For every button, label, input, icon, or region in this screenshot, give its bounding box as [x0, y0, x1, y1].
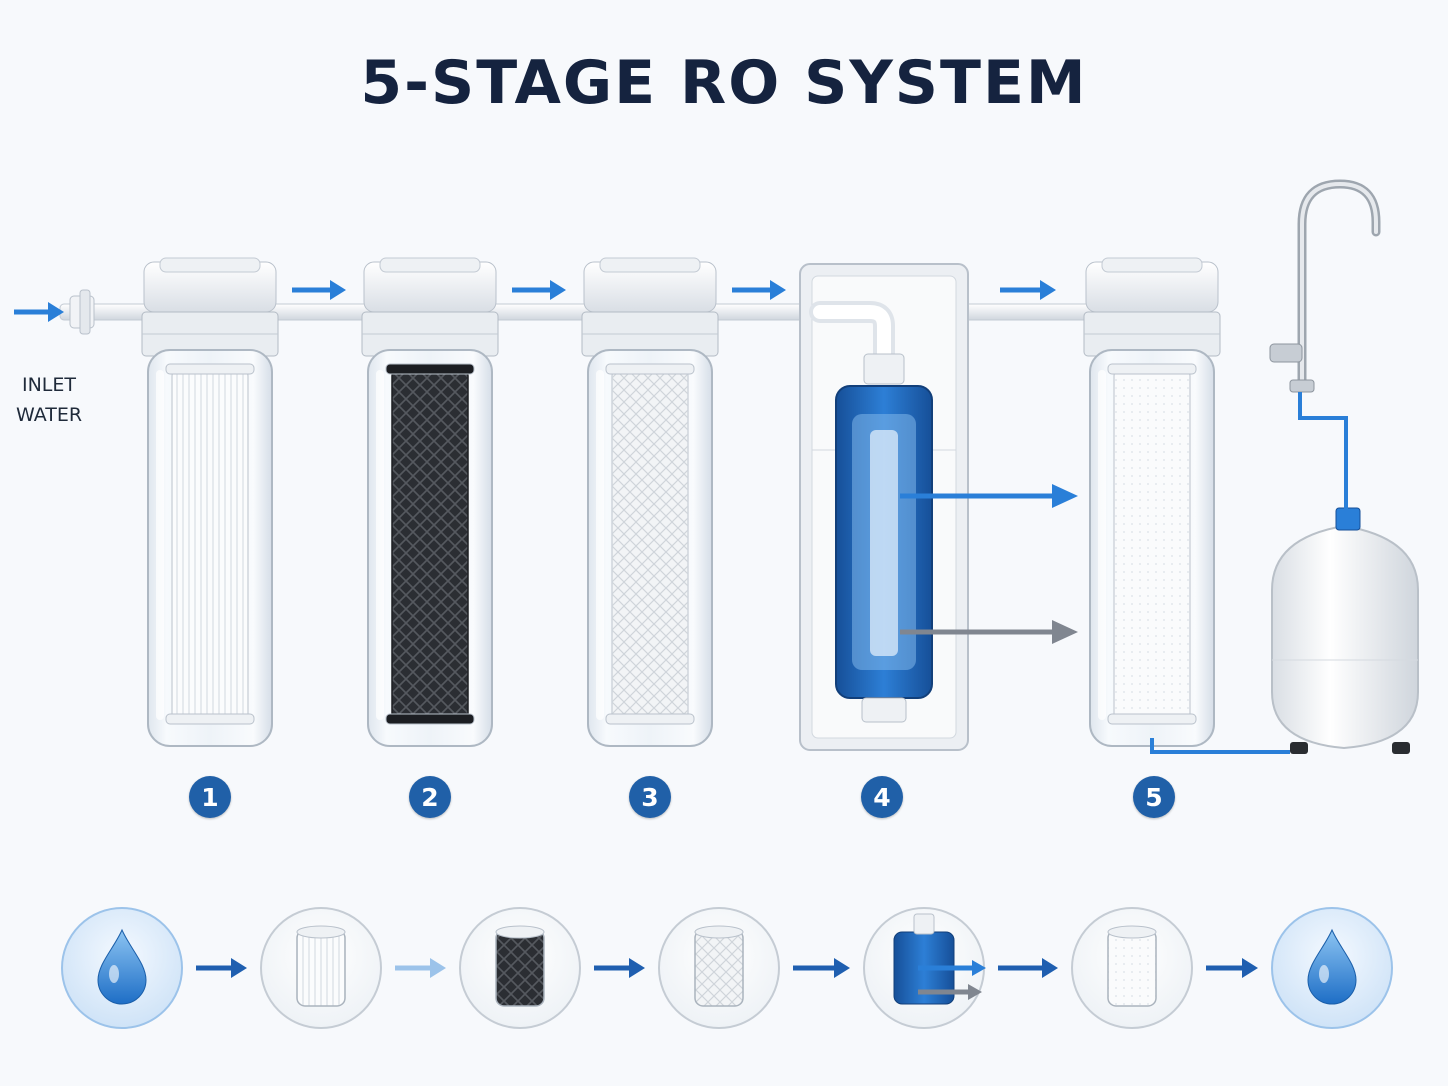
ro-membrane-housing — [800, 264, 968, 750]
filter-cartridge-2 — [392, 370, 468, 720]
filter-housing-5 — [1084, 258, 1220, 746]
flow-arrow-2 — [292, 280, 346, 300]
filter-housing-3 — [582, 258, 718, 746]
step-arrow-3 — [594, 958, 645, 978]
step-arrow-6 — [1206, 958, 1258, 978]
flow-arrow-4 — [732, 280, 786, 300]
filter-cartridge-5 — [1114, 370, 1190, 720]
storage-tank — [1272, 508, 1418, 754]
flow-arrow-1 — [14, 302, 64, 322]
water-drop-icon — [62, 908, 182, 1028]
step-arrow-1 — [196, 958, 247, 978]
pure-water-drop-icon — [1272, 908, 1392, 1028]
flow-arrow-5 — [1000, 280, 1056, 300]
post-filter-icon — [1072, 908, 1192, 1028]
carbon-filter-icon — [460, 908, 580, 1028]
step-arrow-5 — [998, 958, 1058, 978]
step-arrow-2 — [395, 958, 446, 978]
faucet-supply-tube — [1300, 392, 1346, 512]
sediment-filter-icon — [261, 908, 381, 1028]
flow-arrow-3 — [512, 280, 566, 300]
filter-cartridge-3 — [612, 370, 688, 720]
filter-housing-1 — [142, 258, 278, 746]
carbon-block-icon — [659, 908, 779, 1028]
filter-cartridge-1 — [172, 370, 248, 720]
step-arrow-4 — [793, 958, 850, 978]
ro-membrane-icon — [864, 908, 986, 1028]
faucet — [1270, 184, 1376, 392]
filter-housing-2 — [362, 258, 498, 746]
inlet-valve — [70, 290, 94, 334]
